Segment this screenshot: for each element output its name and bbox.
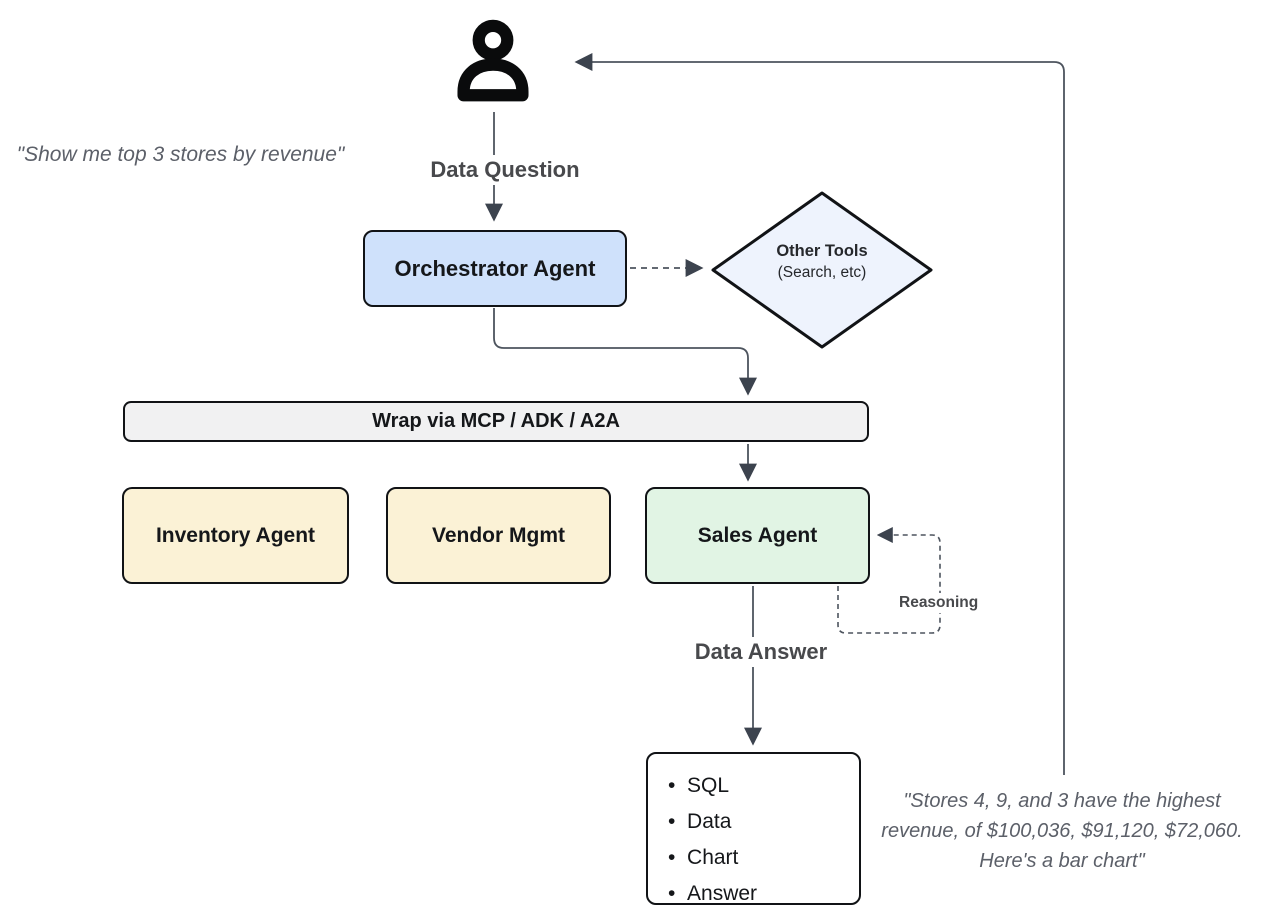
inventory-agent-node: Inventory Agent bbox=[122, 487, 349, 584]
output-list-item: SQL bbox=[668, 768, 859, 804]
other-tools-title: Other Tools bbox=[776, 242, 868, 260]
data-question-label: Data Question bbox=[414, 155, 596, 185]
other-tools-diamond-shape bbox=[711, 191, 933, 349]
data-answer-label: Data Answer bbox=[676, 637, 846, 667]
result-quote-line: "Stores 4, 9, and 3 have the highest bbox=[903, 790, 1221, 812]
edge-result-to-user bbox=[574, 53, 1065, 775]
wrap-protocol-bar-node: Wrap via MCP / ADK / A2A bbox=[123, 401, 869, 442]
user-question-quote: "Show me top 3 stores by revenue" bbox=[16, 143, 345, 166]
vendor-mgmt-node: Vendor Mgmt bbox=[386, 487, 611, 584]
output-artifacts-node: SQL Data Chart Answer bbox=[646, 752, 861, 905]
result-answer-quote: "Stores 4, 9, and 3 have the highest rev… bbox=[862, 786, 1262, 876]
output-list-item: Answer bbox=[668, 876, 859, 912]
output-list: SQL Data Chart Answer bbox=[648, 768, 859, 912]
orchestrator-agent-node: Orchestrator Agent bbox=[363, 230, 627, 307]
reasoning-label: Reasoning bbox=[893, 593, 985, 613]
output-list-item: Chart bbox=[668, 840, 859, 876]
output-list-item: Data bbox=[668, 804, 859, 840]
result-quote-line: Here's a bar chart" bbox=[979, 850, 1145, 872]
other-tools-subtitle: (Search, etc) bbox=[777, 264, 867, 281]
person-icon bbox=[457, 19, 529, 102]
sales-agent-node: Sales Agent bbox=[645, 487, 870, 584]
result-quote-line: revenue, of $100,036, $91,120, $72,060. bbox=[881, 820, 1243, 842]
other-tools-node: Other Tools (Search, etc) bbox=[722, 240, 922, 284]
edge-orchestrator-to-wrapbar bbox=[493, 308, 757, 396]
